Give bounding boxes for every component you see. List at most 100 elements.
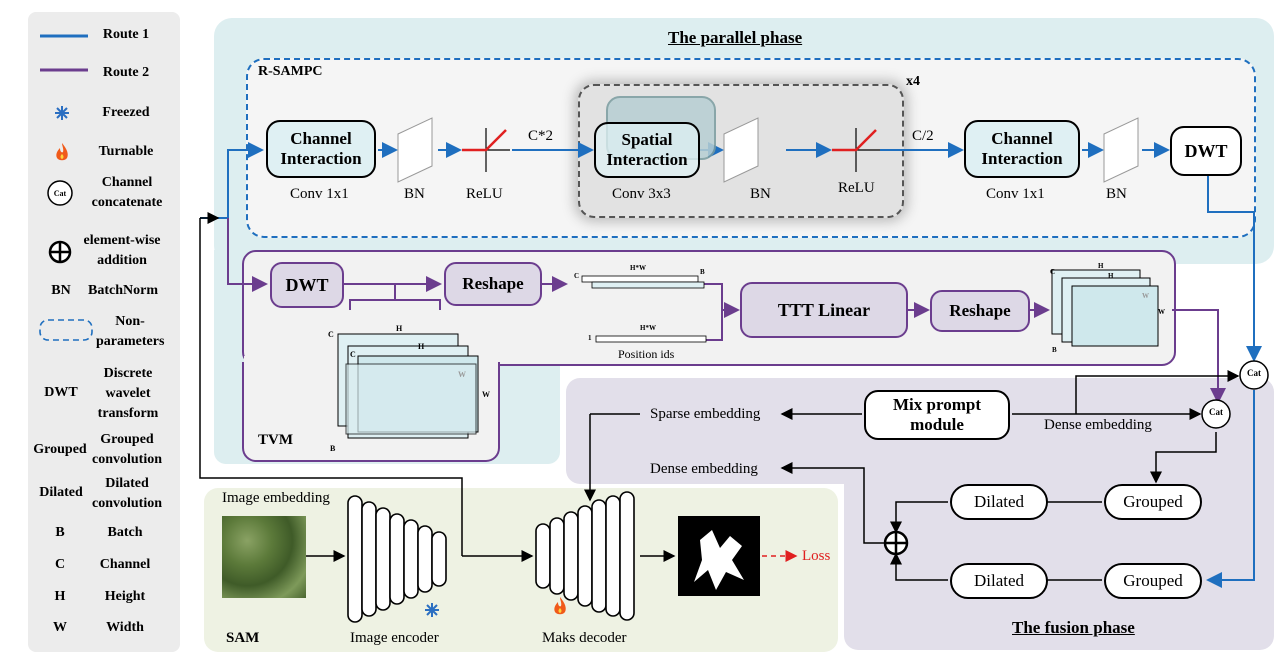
legend-freezed: Freezed xyxy=(102,105,150,120)
dense-embedding-right-label: Dense embedding xyxy=(1044,417,1152,433)
relu-icon-1 xyxy=(462,128,510,172)
legend-add-desc: element-wise addition xyxy=(83,233,161,268)
grouped-box-1[interactable]: Grouped xyxy=(1104,484,1202,520)
tvm-label: TVM xyxy=(258,432,293,448)
grouped-box-2[interactable]: Grouped xyxy=(1104,563,1202,599)
bn-label-1: BN xyxy=(404,186,425,202)
token-c-label: C xyxy=(574,272,580,280)
token-hw-label-1: H*W xyxy=(630,264,646,272)
relu-icon-2 xyxy=(832,128,880,172)
tensor-w-label-1: W xyxy=(458,370,466,379)
relu-label-1: ReLU xyxy=(466,186,503,202)
token-strip-bottom xyxy=(595,335,707,343)
add-node-icon xyxy=(883,530,909,556)
legend-nonparam-desc: Non-parameters xyxy=(96,314,165,349)
turnable-icon xyxy=(56,143,68,161)
input-image xyxy=(222,516,306,598)
right-tensor-b-label: B xyxy=(1052,346,1057,354)
mask-decoder-label: Maks decoder xyxy=(542,630,627,646)
right-tensor-h-label-1: H xyxy=(1098,262,1104,270)
mask-output-image xyxy=(678,516,760,596)
legend-panel xyxy=(28,12,180,652)
nonparam-legend-icon xyxy=(39,319,93,341)
conv3x3-label: Conv 3x3 xyxy=(612,186,671,202)
bn-sheet-icon-1 xyxy=(397,117,433,183)
tensor-cube-stack-left xyxy=(337,333,479,439)
cat-legend-text: Cat xyxy=(54,189,67,198)
legend-grouped-desc: Grouped convolution xyxy=(91,432,162,467)
right-tensor-w-label-2: W xyxy=(1142,292,1149,300)
bn-sheet-icon-2 xyxy=(723,117,759,183)
rsampc-label: R-SAMPC xyxy=(258,64,323,79)
token-strip-top xyxy=(581,275,705,289)
token-b-label: B xyxy=(700,268,705,276)
channel-interaction-2[interactable]: Channel Interaction xyxy=(964,120,1080,178)
c-half-label: C/2 xyxy=(912,128,934,144)
legend-turnable: Turnable xyxy=(98,144,154,159)
tvm-tensors xyxy=(337,269,1159,439)
legend-w-key: W xyxy=(53,620,67,635)
cat-top-icon xyxy=(1239,360,1269,390)
image-embedding-label: Image embedding xyxy=(222,490,330,506)
legend-c-desc: Channel xyxy=(99,557,151,572)
right-tensor-h-label-2: H xyxy=(1108,272,1114,280)
sam-label: SAM xyxy=(226,630,260,646)
spatial-interaction[interactable]: Spatial Interaction xyxy=(594,122,700,178)
channel-interaction-1[interactable]: Channel Interaction xyxy=(266,120,376,178)
dense-embedding-left-label: Dense embedding xyxy=(650,461,758,477)
turnable-icon-decoder xyxy=(554,597,566,615)
legend-dwt-key: DWT xyxy=(44,385,78,400)
dwt-box-parallel[interactable]: DWT xyxy=(1170,126,1242,176)
cat-legend-icon xyxy=(47,180,73,206)
mask-decoder-icon xyxy=(535,491,635,621)
dilated-box-2[interactable]: Dilated xyxy=(950,563,1048,599)
c2-label: C*2 xyxy=(528,128,554,144)
legend-route1: Route 1 xyxy=(102,27,150,42)
fusion-phase-lower-region xyxy=(844,470,1274,650)
tensor-c-label-2: C xyxy=(350,350,356,359)
image-encoder-icon xyxy=(347,495,447,623)
tensor-h-label-2: H xyxy=(418,342,425,351)
cat-mid-icon xyxy=(1201,399,1231,429)
tensor-cube-stack-right xyxy=(1051,269,1159,347)
right-tensor-c-label: C xyxy=(1050,268,1056,276)
image-encoder-label: Image encoder xyxy=(350,630,439,646)
dilated-box-1[interactable]: Dilated xyxy=(950,484,1048,520)
parallel-phase-title: The parallel phase xyxy=(668,28,803,47)
legend-bn-key: BN xyxy=(51,283,71,298)
tensor-c-label-1: C xyxy=(328,330,334,339)
sparse-embedding-label: Sparse embedding xyxy=(650,406,761,422)
cat-mid-text: Cat xyxy=(1209,407,1223,417)
tensor-h-label-1: H xyxy=(396,324,403,333)
freezed-icon xyxy=(55,106,69,120)
dwt-box-tvm[interactable]: DWT xyxy=(270,262,344,308)
tensor-w-label-2: W xyxy=(482,390,490,399)
add-legend-icon xyxy=(48,240,72,264)
ttt-linear-box[interactable]: TTT Linear xyxy=(740,282,908,338)
legend-b-desc: Batch xyxy=(107,525,143,540)
legend-grouped-key: Grouped xyxy=(33,442,87,457)
legend-b-key: B xyxy=(55,525,65,540)
legend-bn-desc: BatchNorm xyxy=(88,283,158,298)
cat-top-text: Cat xyxy=(1247,368,1261,378)
token-one-label: 1 xyxy=(588,334,592,342)
fusion-phase-title: The fusion phase xyxy=(1012,618,1135,637)
reshape-box-1[interactable]: Reshape xyxy=(444,262,542,306)
legend-dilated-key: Dilated xyxy=(39,485,83,500)
bn-label-2: BN xyxy=(750,186,771,202)
legend-c-key: C xyxy=(54,557,66,572)
tensor-b-label-1: B xyxy=(330,444,336,453)
legend-cat-desc: Channel concatenate xyxy=(91,175,163,210)
legend-w-desc: Width xyxy=(106,620,144,635)
legend-graphics: Cat xyxy=(39,34,93,341)
reshape-box-2[interactable]: Reshape xyxy=(930,290,1030,332)
legend-h-desc: Height xyxy=(104,589,146,604)
position-ids-label: Position ids xyxy=(618,347,675,361)
mix-prompt-module[interactable]: Mix prompt module xyxy=(864,390,1010,440)
parallel-icons xyxy=(397,117,1139,183)
right-tensor-w-label: W xyxy=(1158,308,1165,316)
x4-label: x4 xyxy=(906,74,920,89)
